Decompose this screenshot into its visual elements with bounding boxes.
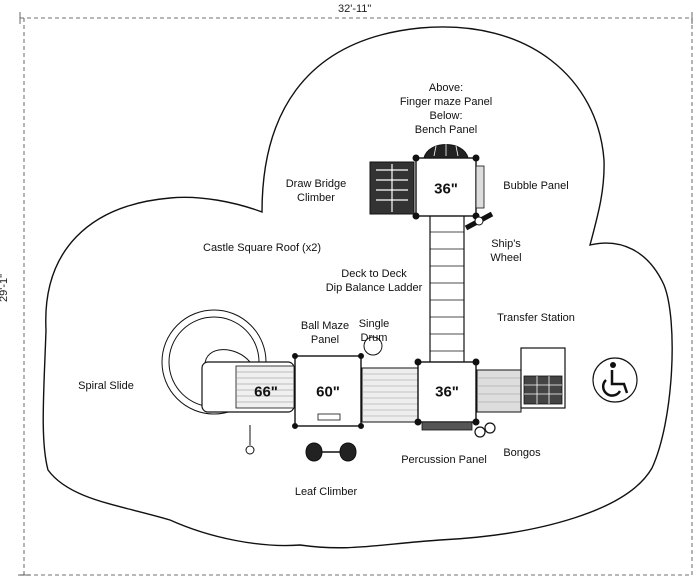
slide-platform-height: 66" (254, 383, 278, 401)
ships-wheel (464, 211, 494, 231)
bongos (474, 422, 496, 438)
label-leaf-climber: Leaf Climber (294, 486, 358, 498)
label-above: Above: (428, 82, 464, 94)
width-dimension-label: 32'-11" (338, 3, 372, 15)
label-climber: Climber (297, 192, 335, 204)
label-bubble-panel: Bubble Panel (503, 180, 569, 192)
label-drum: Drum (360, 332, 388, 344)
label-single: Single (358, 318, 390, 330)
deck-to-deck-ladder (429, 214, 465, 364)
deck-left-height: 60" (316, 383, 340, 401)
percussion-panel (421, 421, 473, 431)
finger-maze-panel (423, 143, 469, 159)
deck-middle-height: 36" (435, 383, 459, 401)
leaf-climber (305, 442, 357, 462)
label-percussion-panel: Percussion Panel (401, 454, 487, 466)
label-deck-to-deck: Deck to Deck (341, 268, 407, 280)
play-area-boundary (42, 26, 673, 549)
slide-platform (201, 361, 295, 413)
label-dip-balance: Dip Balance Ladder (325, 282, 423, 294)
label-ships: Ship's (491, 238, 521, 250)
draw-bridge-climber (369, 161, 415, 215)
wheelchair-icon (592, 357, 638, 403)
label-finger-maze: Finger maze Panel (399, 96, 493, 108)
deck-60 (292, 353, 364, 429)
label-panel: Panel (310, 334, 340, 346)
label-castle-roof: Castle Square Roof (x2) (203, 242, 321, 254)
deck-upper-36 (412, 154, 485, 220)
label-transfer-station: Transfer Station (497, 312, 575, 324)
transfer-station (476, 347, 566, 413)
label-ball-maze: Ball Maze (300, 320, 350, 332)
dimension-lines (18, 12, 693, 576)
label-bench-panel: Bench Panel (414, 124, 478, 136)
label-draw-bridge: Draw Bridge (285, 178, 347, 190)
label-bongos: Bongos (503, 447, 541, 459)
single-drum (363, 336, 383, 356)
deck-middle-36 (414, 358, 480, 426)
label-spiral-slide: Spiral Slide (78, 380, 134, 392)
transfer-bridge (361, 367, 419, 423)
height-dimension-label: 29'-1" (0, 273, 11, 303)
label-wheel: Wheel (490, 252, 522, 264)
deck-upper-height: 36" (434, 180, 458, 198)
label-below: Below: (429, 110, 463, 122)
